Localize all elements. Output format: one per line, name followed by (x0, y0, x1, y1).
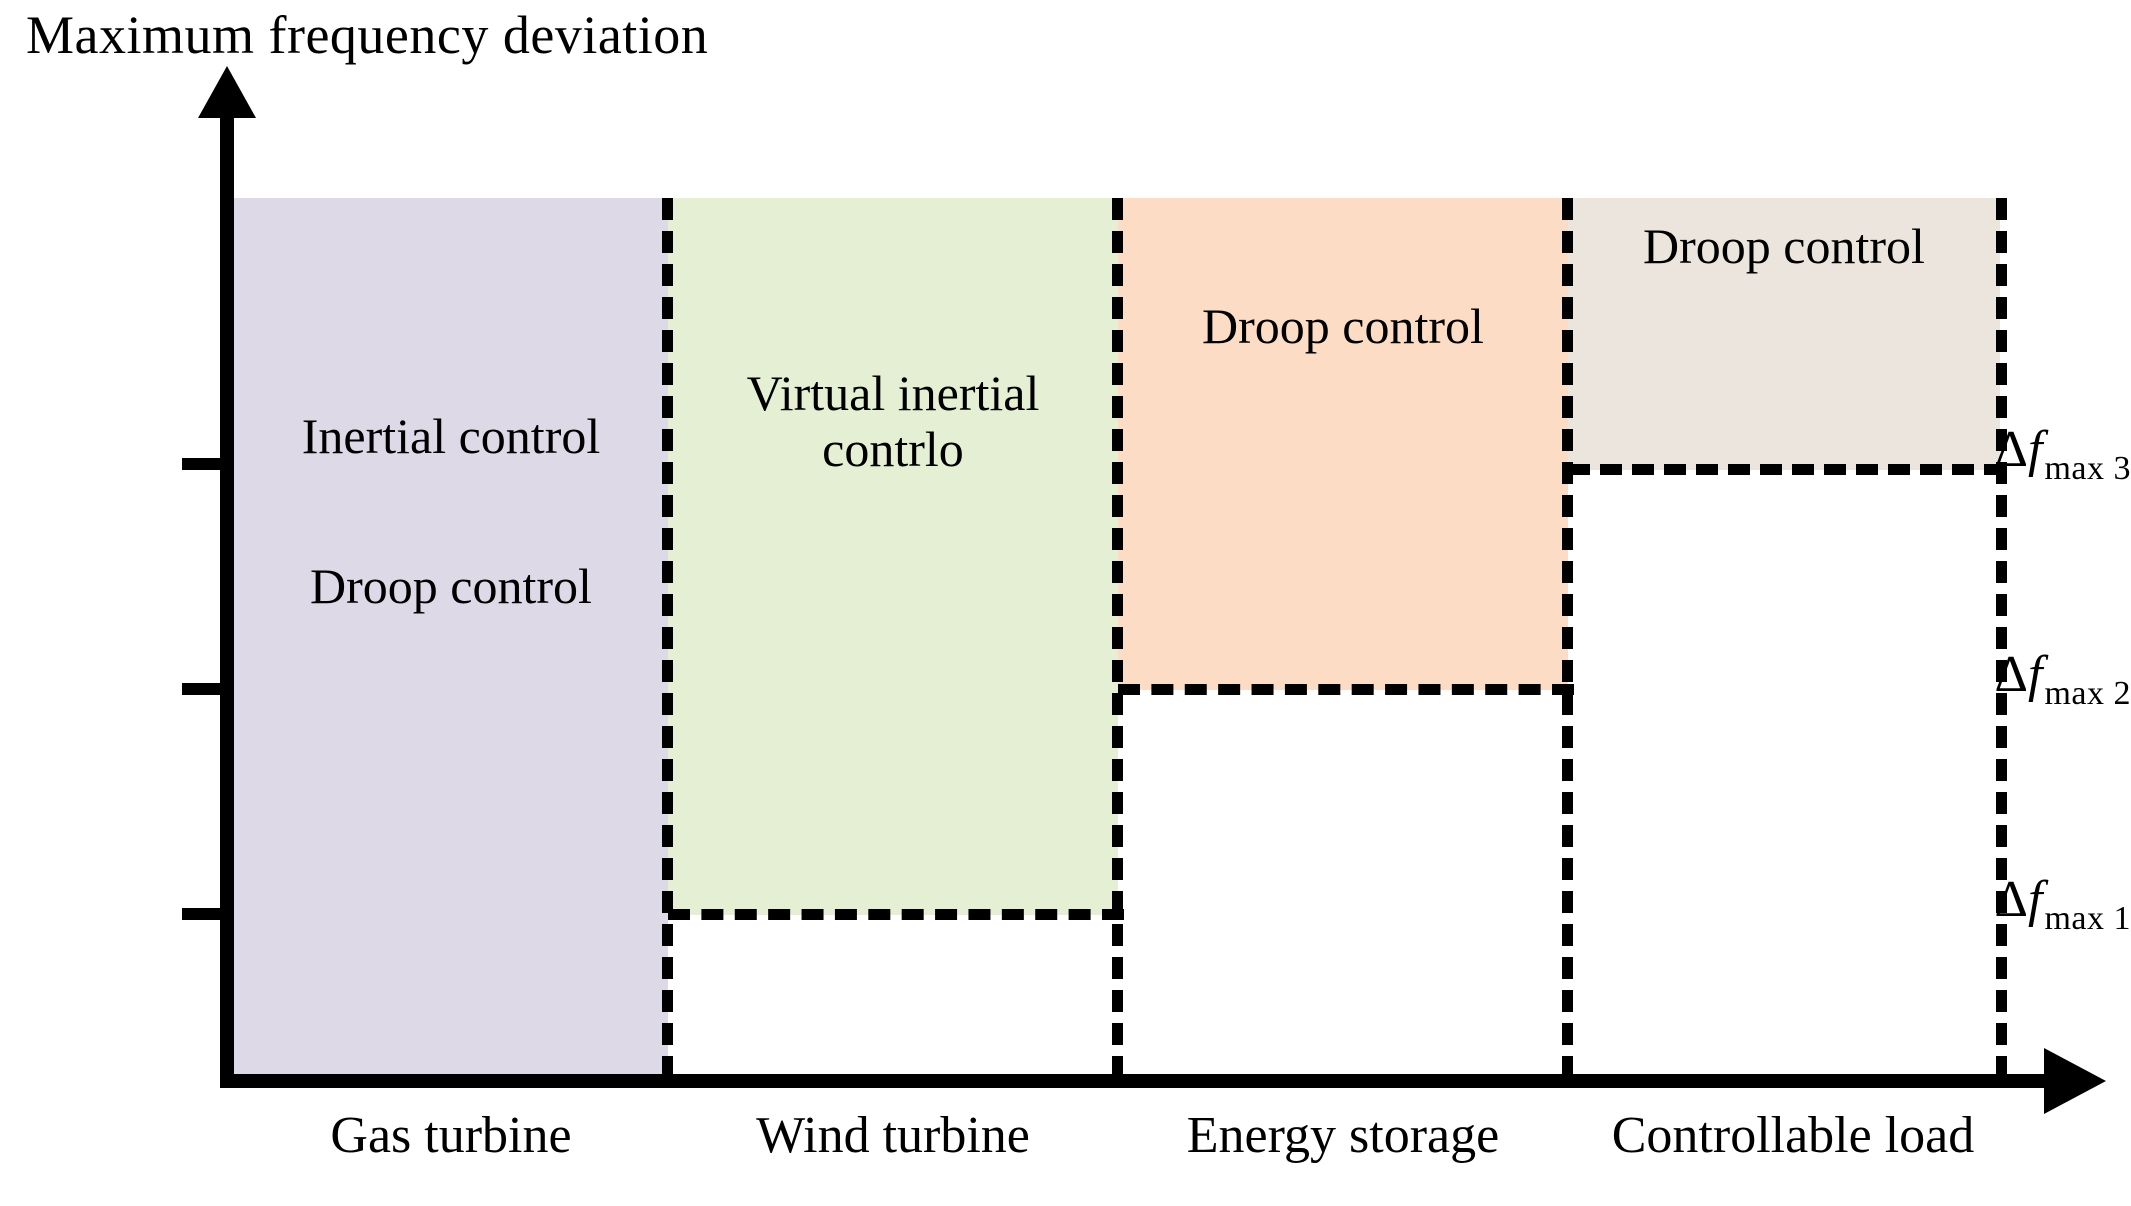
dashed-top-energy-storage (1118, 684, 1574, 695)
y-tick-mark-max3 (182, 458, 234, 470)
dashed-divider-wind-energy (1112, 198, 1123, 1078)
subscript-max3: max 3 (2044, 450, 2131, 487)
block-gas-turbine (234, 198, 668, 1074)
label-gas-turbine-droop: Droop control (310, 558, 592, 614)
x-axis-line (220, 1074, 2060, 1088)
delta-symbol: Δ (1994, 871, 2028, 928)
label-controllable-load: Droop control (1643, 218, 1925, 274)
label-gas-turbine-inertial: Inertial control (301, 408, 601, 464)
dashed-divider-gas-wind (662, 198, 673, 1078)
y-tick-mark-max2 (182, 683, 234, 695)
dashed-divider-energy-load (1562, 198, 1573, 1078)
label-energy-storage: Droop control (1202, 298, 1484, 354)
y-axis-line (220, 104, 234, 1088)
y-axis-title: Maximum frequency deviation (26, 5, 709, 65)
subscript-max2: max 2 (2044, 675, 2131, 712)
subscript-max1: max 1 (2044, 900, 2131, 937)
category-label-gas-turbine: Gas turbine (330, 1107, 572, 1164)
block-wind-turbine (668, 198, 1118, 915)
block-controllable-load (1568, 198, 2000, 470)
label-wind-turbine: Virtual inertial contrlo (746, 365, 1040, 477)
category-label-energy-storage: Energy storage (1186, 1107, 1500, 1164)
delta-symbol: Δ (1994, 646, 2028, 703)
f-variable: f (2028, 421, 2043, 478)
dashed-divider-load-right (1996, 198, 2007, 1078)
category-label-wind-turbine: Wind turbine (756, 1107, 1030, 1164)
x-axis-arrowhead (2044, 1048, 2106, 1114)
f-variable: f (2028, 871, 2043, 928)
dashed-top-controllable-load (1568, 464, 2006, 475)
block-energy-storage (1118, 198, 1568, 690)
category-label-controllable-load: Controllable load (1611, 1107, 1975, 1164)
f-variable: f (2028, 646, 2043, 703)
delta-symbol: Δ (1994, 421, 2028, 478)
y-tick-mark-max1 (182, 908, 234, 920)
dashed-top-wind-turbine (668, 909, 1124, 920)
